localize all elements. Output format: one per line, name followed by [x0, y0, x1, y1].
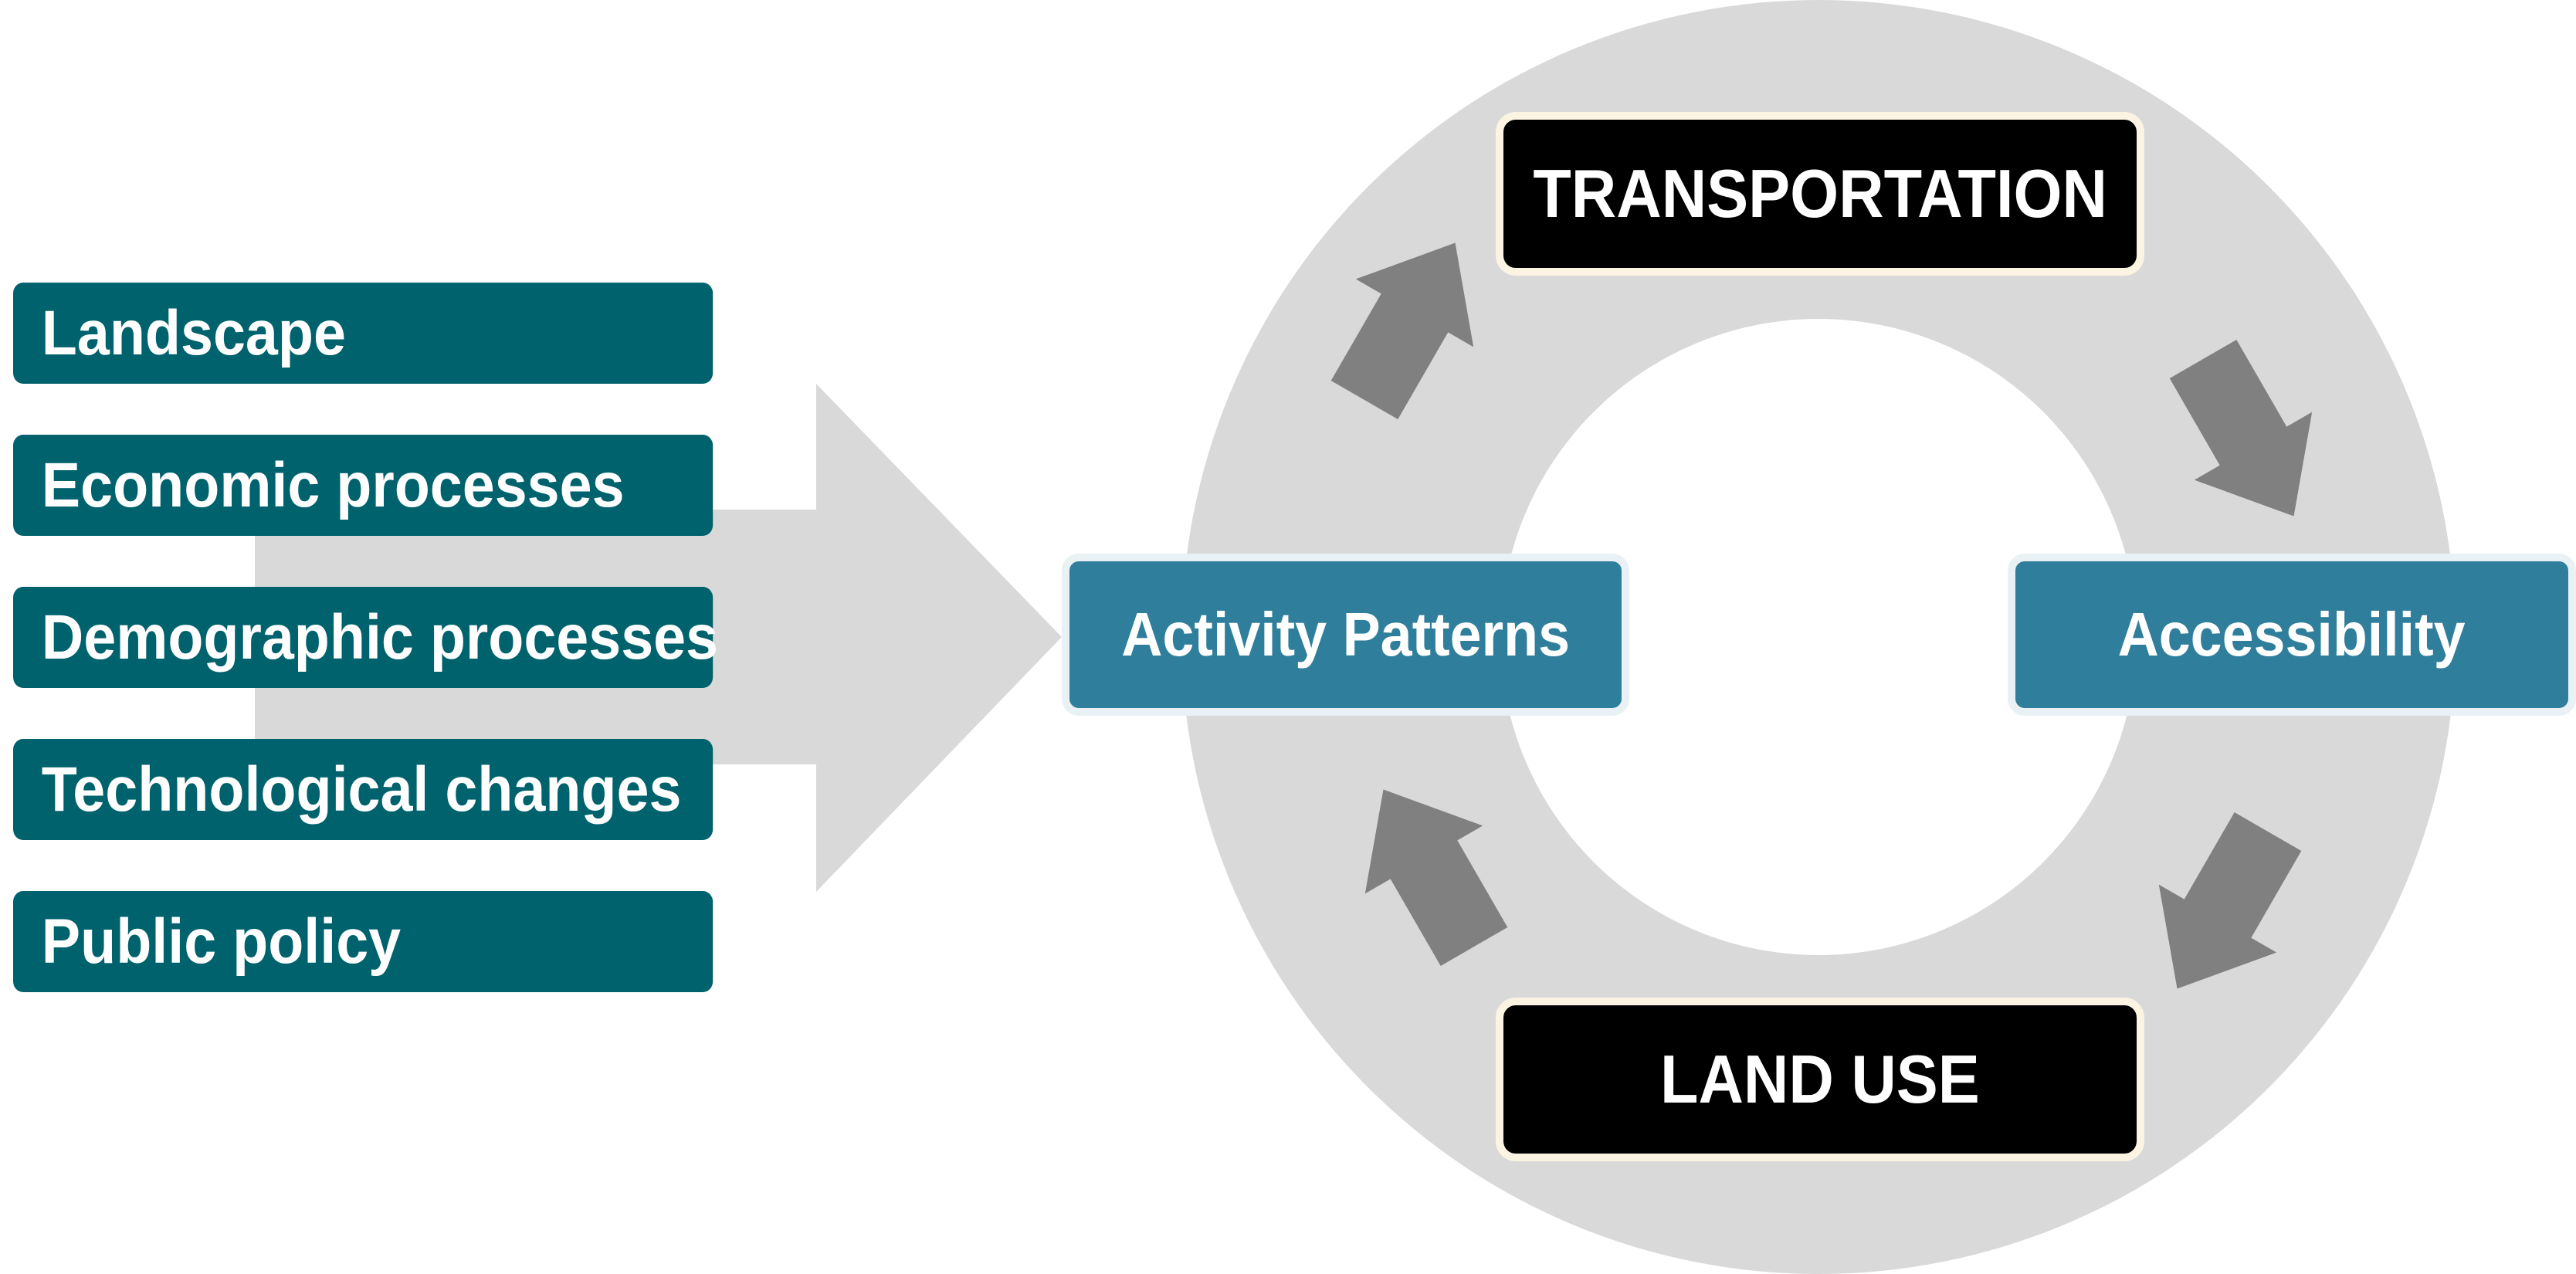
arrow-down-right [2169, 340, 2313, 517]
factor-economic-processes: Economic processes [13, 435, 713, 536]
node-label: LAND USE [1660, 1041, 1980, 1117]
factor-demographic-processes: Demographic processes [13, 587, 718, 688]
cycle-ring-hole [1500, 319, 2137, 955]
node-label: Accessibility [2117, 600, 2466, 669]
node-land-use: LAND USE [1496, 998, 2144, 1161]
arrow-down-left [2158, 812, 2302, 989]
factor-label: Landscape [41, 297, 346, 368]
factor-label: Demographic processes [41, 601, 719, 673]
node-activity-patterns: Activity Patterns [1062, 554, 1629, 716]
factor-label: Economic processes [41, 449, 625, 520]
factor-label: Technological changes [41, 754, 682, 825]
node-label: Activity Patterns [1121, 600, 1570, 669]
node-accessibility: Accessibility [2008, 554, 2576, 716]
factor-label: Public policy [41, 906, 402, 977]
node-transportation: TRANSPORTATION [1496, 112, 2144, 276]
factor-public-policy: Public policy [13, 891, 713, 992]
arrow-up-right [1330, 242, 1474, 419]
factor-technological-changes: Technological changes [13, 739, 713, 840]
factor-landscape: Landscape [13, 283, 713, 384]
node-label: TRANSPORTATION [1533, 155, 2107, 232]
arrow-up-left [1364, 789, 1508, 966]
